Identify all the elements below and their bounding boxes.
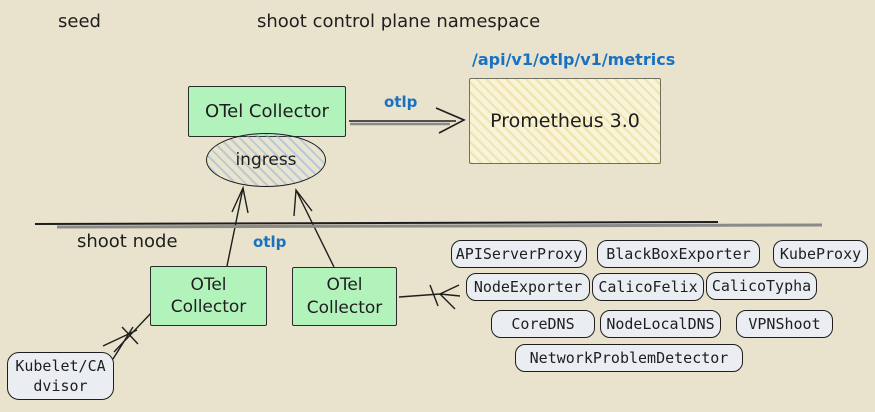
otlp-arrow — [349, 107, 466, 134]
kubelet-line2: dvisor — [33, 377, 88, 395]
otel-collector-node-box-1: OTel Collector — [150, 266, 267, 326]
shoot-node-region-label: shoot node — [77, 231, 178, 252]
components-connector — [398, 284, 461, 310]
ingress-arrow-right — [293, 188, 335, 268]
ingress-arrow-left — [226, 185, 249, 267]
otel-collector-seed-label: OTel Collector — [205, 101, 329, 122]
kubelet-cadvisor-box: Kubelet/CA dvisor — [7, 352, 114, 400]
otel-collector-seed-box: OTel Collector — [188, 86, 346, 137]
component-vpnshoot: VPNShoot — [736, 310, 833, 338]
prometheus-endpoint-label: /api/v1/otlp/v1/metrics — [472, 50, 676, 69]
component-coredns: CoreDNS — [491, 310, 595, 338]
otel-collector-1-line1: OTel — [190, 274, 227, 295]
control-plane-region-label: shoot control plane namespace — [257, 11, 541, 32]
ingress-ellipse: ingress — [206, 133, 326, 187]
otel-collector-1-line2: Collector — [170, 297, 247, 317]
ingress-label: ingress — [235, 150, 297, 170]
seed-region-label: seed — [58, 11, 101, 32]
component-networkproblemdetector: NetworkProblemDetector — [515, 344, 743, 372]
otel-collector-node-box-2: OTel Collector — [292, 267, 397, 326]
otlp-label-seed: otlp — [384, 93, 418, 111]
prometheus-box: Prometheus 3.0 — [469, 78, 661, 164]
otel-collector-2-line1: OTel — [326, 275, 363, 296]
component-calicotypha: CalicoTypha — [706, 272, 817, 300]
component-nodeexporter: NodeExporter — [466, 273, 590, 301]
kubelet-connector — [102, 310, 154, 360]
component-blackboxexporter: BlackBoxExporter — [597, 240, 760, 268]
divider-line — [34, 221, 823, 229]
prometheus-label: Prometheus 3.0 — [490, 110, 640, 132]
otlp-label-shoot: otlp — [253, 233, 287, 251]
component-apiserverproxy: APIServerProxy — [451, 240, 587, 268]
component-nodelocaldns: NodeLocalDNS — [600, 310, 721, 338]
kubelet-line1: Kubelet/CA — [15, 356, 106, 375]
otel-collector-2-line2: Collector — [306, 297, 383, 318]
component-calicofelix: CalicoFelix — [592, 273, 704, 301]
component-kubeproxy: KubeProxy — [773, 240, 868, 268]
